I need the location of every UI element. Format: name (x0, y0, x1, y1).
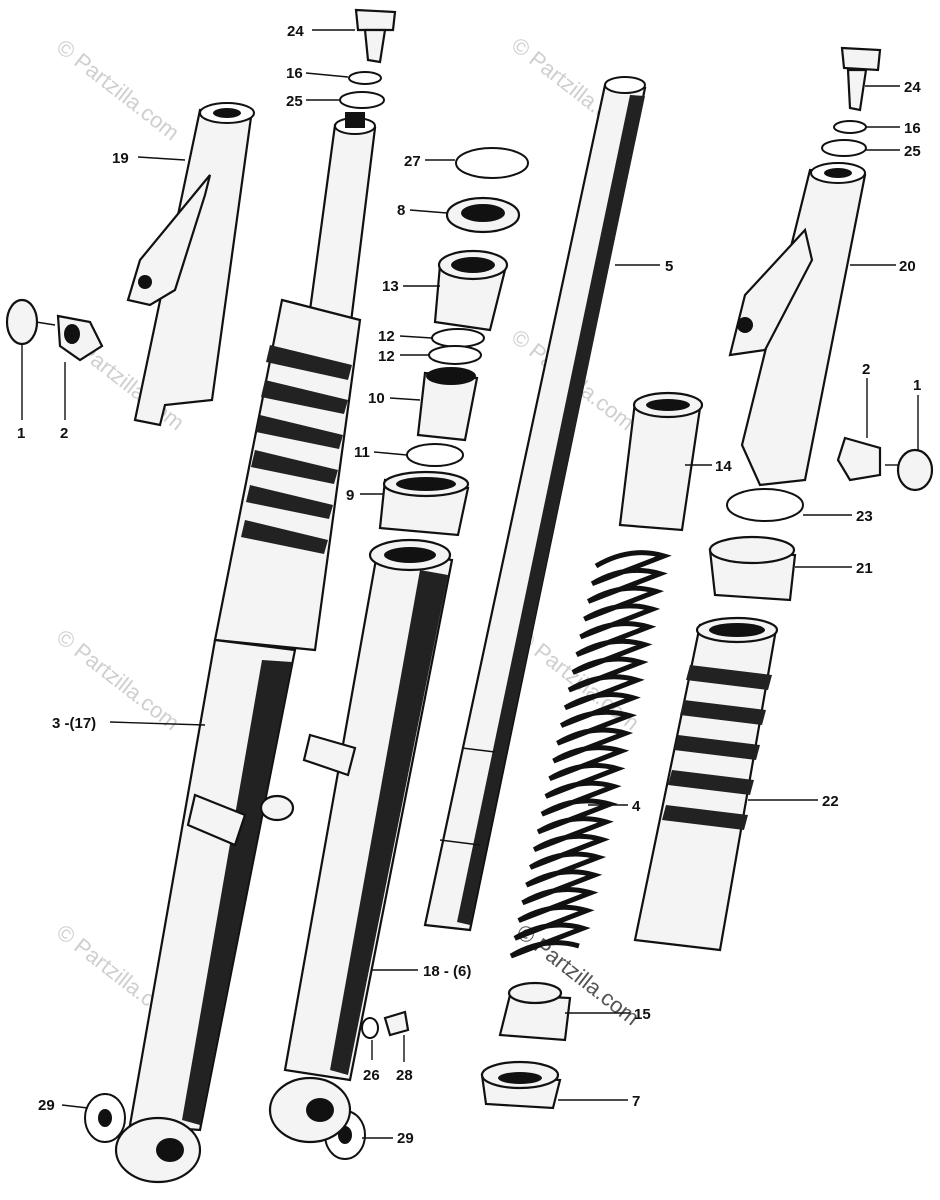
part-14-upper-tube (618, 391, 704, 532)
part-2-1-right-knob (836, 436, 934, 492)
callout-21: 21 (856, 560, 873, 577)
part-9-sleeve (378, 470, 470, 537)
callout-4: 4 (632, 798, 641, 815)
part-15-spring-seat (498, 981, 572, 1042)
callout-3: 3 -(17) (52, 715, 96, 732)
callout-27: 27 (404, 153, 421, 170)
callout-labels: 24 16 25 19 1 2 27 8 13 12 12 10 11 9 5 … (17, 23, 921, 1147)
part-13-bushing (433, 249, 509, 332)
callout-24: 24 (904, 79, 921, 96)
part-3-left-fork-tube (114, 112, 377, 1184)
part-5-damper-rod (423, 76, 647, 932)
part-10-collar (416, 367, 479, 442)
callout-8: 8 (397, 202, 405, 219)
callout-29: 29 (397, 1130, 414, 1147)
callout-11: 11 (354, 444, 370, 461)
part-20-right-fork-cover (728, 162, 867, 487)
callout-25: 25 (286, 93, 303, 110)
callout-22: 22 (822, 793, 839, 810)
callout-16: 16 (286, 65, 303, 82)
part-26-28-drain-bolt (361, 1010, 410, 1039)
callout-2: 2 (60, 425, 68, 442)
callout-25: 25 (904, 143, 921, 160)
leader-lines (21, 29, 919, 1139)
callout-20: 20 (899, 258, 916, 275)
callout-23: 23 (856, 508, 873, 525)
callout-16: 16 (904, 120, 921, 137)
part-22-dust-boot (633, 616, 779, 952)
callout-15: 15 (634, 1006, 651, 1023)
callout-26: 26 (363, 1067, 380, 1084)
callout-24: 24 (287, 23, 304, 40)
callout-19: 19 (112, 150, 129, 167)
boot-ridges (662, 665, 772, 830)
callout-10: 10 (368, 390, 385, 407)
watermark: © Partzilla.com (52, 34, 184, 145)
callout-12: 12 (378, 328, 395, 345)
callout-1: 1 (913, 377, 921, 394)
callout-29: 29 (38, 1097, 55, 1114)
bellows-ridges (241, 345, 352, 554)
part-21-spring-guide (708, 535, 797, 602)
callout-1: 1 (17, 425, 25, 442)
callout-5: 5 (665, 258, 673, 275)
part-24-16-25-right-top-bolt (821, 46, 882, 157)
callout-9: 9 (346, 487, 354, 504)
part-19-left-fork-cover (126, 102, 255, 427)
callout-18: 18 - (6) (423, 963, 471, 980)
part-12-rings (428, 328, 485, 365)
callout-28: 28 (396, 1067, 413, 1084)
callout-13: 13 (382, 278, 399, 295)
part-23-ring (726, 488, 804, 522)
part-24-16-25-left-top-bolt (339, 8, 397, 109)
part-18-right-lower-leg (268, 538, 454, 1144)
callout-12: 12 (378, 348, 395, 365)
part-11-ring (406, 443, 464, 467)
callout-14: 14 (715, 458, 732, 475)
callout-7: 7 (632, 1093, 640, 1110)
part-1-2-left-knob (5, 298, 104, 362)
part-4-spring (509, 550, 672, 959)
part-8-oil-seal (445, 196, 521, 234)
part-27-circlip (455, 147, 529, 179)
part-7-cup (480, 1060, 562, 1110)
callout-2: 2 (862, 361, 870, 378)
